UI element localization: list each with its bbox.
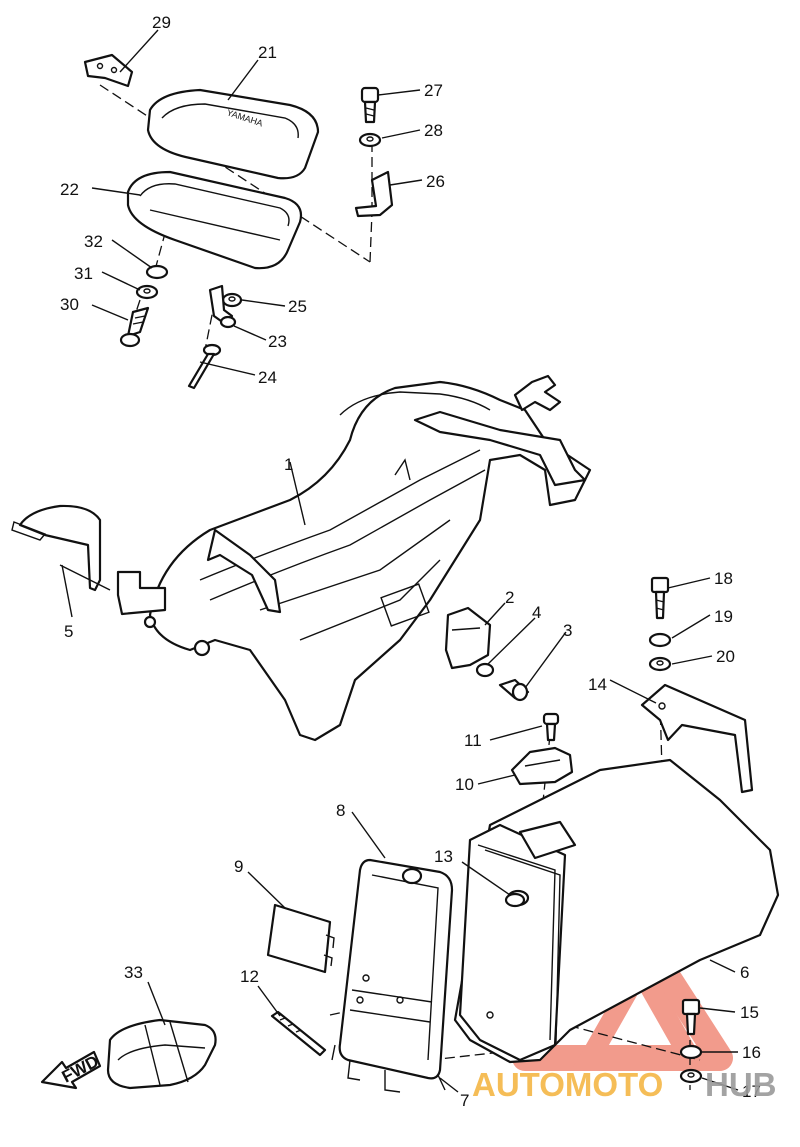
callout-10: 10 [455, 775, 474, 794]
part-22-meter-case [126, 170, 303, 270]
part-16-washer [679, 1044, 703, 1060]
callout-28: 28 [424, 121, 443, 140]
callout-7: 7 [460, 1091, 469, 1110]
part-11-screw [542, 712, 560, 742]
part-10-clamp [510, 746, 574, 786]
part-1-main-body [143, 374, 592, 742]
part-26-bracket [354, 170, 394, 218]
part-2-bracket [444, 606, 492, 670]
callout-33: 33 [124, 963, 143, 982]
callout-9: 9 [234, 857, 243, 876]
part-20-nut [648, 656, 672, 672]
part-4-washer [475, 662, 495, 678]
part-15-bolt [681, 998, 701, 1036]
callout-1: 1 [284, 455, 293, 474]
callout-3: 3 [563, 621, 572, 640]
part-14-bracket [640, 683, 754, 794]
part-5-stay [11, 504, 167, 616]
part-32-grommet [145, 264, 169, 280]
part-8-battery [338, 858, 454, 1093]
callout-16: 16 [742, 1043, 761, 1062]
callout-6: 6 [740, 963, 749, 982]
callout-8: 8 [336, 801, 345, 820]
callout-2: 2 [505, 588, 514, 607]
callout-4: 4 [532, 603, 541, 622]
fwd-arrow-icon: FWD [40, 1050, 102, 1090]
callout-14: 14 [588, 675, 607, 694]
part-13-grommet [504, 892, 526, 908]
watermark-text: AUTOMOTO HUB [472, 1066, 777, 1103]
part-24-bolt [187, 343, 222, 390]
part-12-rod [270, 1010, 327, 1057]
part-9-cover-plate [266, 903, 335, 974]
callout-5: 5 [64, 622, 73, 641]
callout-32: 32 [84, 232, 103, 251]
callout-labels: 29 21 27 28 26 22 32 31 30 25 23 24 1 5 … [60, 13, 761, 1110]
callout-24: 24 [258, 368, 277, 387]
part-19-washer [648, 632, 672, 648]
callout-31: 31 [74, 264, 93, 283]
callout-15: 15 [740, 1003, 759, 1022]
part-17-nut [679, 1068, 703, 1084]
callout-27: 27 [424, 81, 443, 100]
part-28-washer [358, 132, 382, 148]
part-3-bolt [498, 678, 530, 702]
part-31-washer [135, 284, 159, 300]
leader-lines [61, 29, 739, 1093]
part-23-clamp [208, 284, 237, 329]
callout-13: 13 [434, 847, 453, 866]
callout-12: 12 [240, 967, 259, 986]
callout-23: 23 [268, 332, 287, 351]
part-21-meter-cover: YAMAHA [146, 88, 320, 180]
callout-18: 18 [714, 569, 733, 588]
callout-25: 25 [288, 297, 307, 316]
callout-29: 29 [152, 13, 171, 32]
fwd-label: FWD [59, 1052, 102, 1087]
watermark-word-hub: HUB [705, 1066, 777, 1103]
part-6-battery-box [453, 758, 780, 1064]
part-18-bolt [650, 576, 670, 620]
watermark-word-automoto: AUTOMOTO [472, 1066, 663, 1103]
part-27-screw [360, 86, 380, 124]
part-25-nut [221, 292, 243, 308]
part-29-bracket [83, 53, 134, 88]
callout-30: 30 [60, 295, 79, 314]
callout-17: 17 [742, 1082, 761, 1101]
callout-22: 22 [60, 180, 79, 199]
part-30-bolt [119, 306, 150, 348]
callout-19: 19 [714, 607, 733, 626]
callout-21: 21 [258, 43, 277, 62]
part-7-band [331, 1044, 446, 1091]
watermark-inner-triangle-icon [572, 949, 708, 1068]
callout-26: 26 [426, 172, 445, 191]
part-33-strap [106, 1018, 217, 1090]
callout-11: 11 [464, 731, 482, 750]
callout-20: 20 [716, 647, 735, 666]
